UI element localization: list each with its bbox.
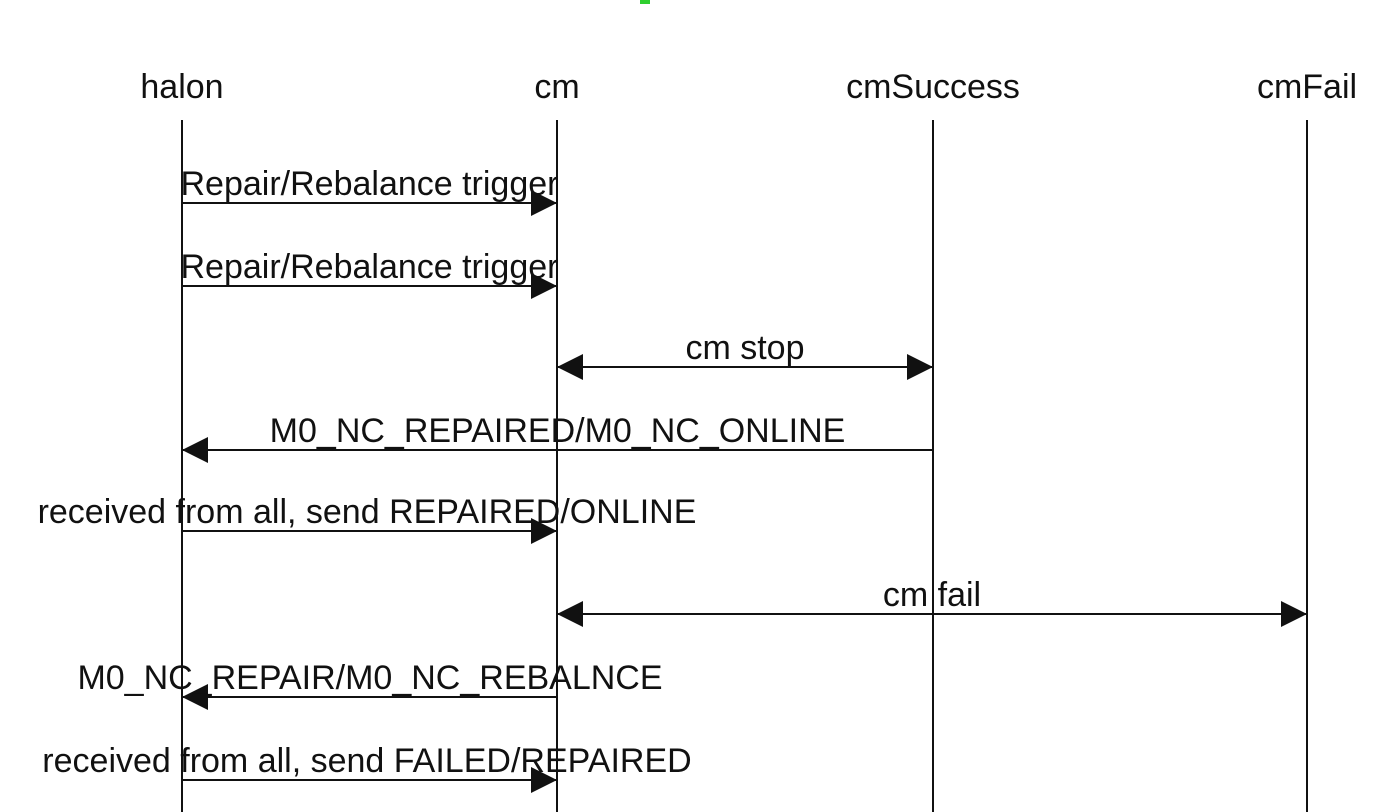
message-label-6: M0_NC_REPAIR/M0_NC_REBALNCE [77,659,662,697]
message-label-2: cm stop [685,329,804,367]
message-1: Repair/Rebalance trigger [181,248,559,299]
message-arrowhead-start-2 [557,354,583,380]
message-2: cm stop [557,329,933,380]
message-label-5: cm fail [883,576,981,614]
participant-label-cm: cm [534,68,579,106]
message-label-7: received from all, send FAILED/REPAIRED [42,742,691,780]
participant-label-cmSuccess: cmSuccess [846,68,1020,106]
message-arrowhead-7 [531,767,557,793]
message-3: M0_NC_REPAIRED/M0_NC_ONLINE [182,412,933,463]
message-arrowhead-2 [907,354,933,380]
message-arrowhead-3 [182,437,208,463]
message-label-4: received from all, send REPAIRED/ONLINE [38,493,697,531]
participant-label-cmFail: cmFail [1257,68,1357,106]
message-4: received from all, send REPAIRED/ONLINE [38,493,697,544]
message-5: cm fail [557,576,1307,627]
message-7: received from all, send FAILED/REPAIRED [42,742,692,793]
message-arrowhead-4 [531,518,557,544]
message-arrowhead-6 [182,684,208,710]
message-0: Repair/Rebalance trigger [181,165,559,216]
message-label-1: Repair/Rebalance trigger [181,248,559,286]
top-green-mark [640,0,650,4]
participant-label-halon: halon [140,68,223,106]
participants: halon cm cmSuccess cmFail [140,68,1357,106]
message-arrowhead-0 [531,190,557,216]
message-arrowhead-1 [531,273,557,299]
message-label-3: M0_NC_REPAIRED/M0_NC_ONLINE [270,412,846,450]
messages: Repair/Rebalance triggerRepair/Rebalance… [38,165,1307,793]
message-arrowhead-5 [1281,601,1307,627]
message-arrowhead-start-5 [557,601,583,627]
lifelines [181,120,1308,812]
message-6: M0_NC_REPAIR/M0_NC_REBALNCE [77,659,663,710]
message-label-0: Repair/Rebalance trigger [181,165,559,203]
